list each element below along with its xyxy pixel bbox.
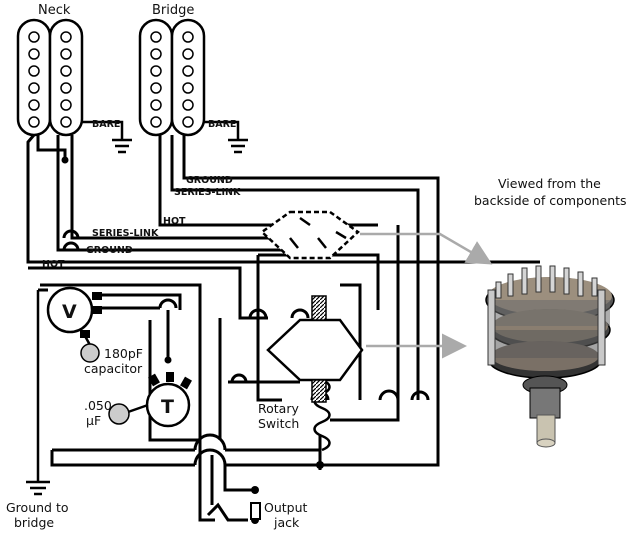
volume-pot (46, 286, 102, 338)
series-link-top-label: SERIES-LINK (174, 187, 241, 198)
hot-left-label: HOT (42, 259, 65, 270)
hot-top-label: HOT (163, 216, 186, 227)
viewed-from-line2: backside of components (474, 193, 627, 208)
rotary-label-line2: Switch (258, 416, 299, 431)
tone-pot (145, 372, 192, 428)
output-jack (250, 502, 261, 520)
rotary-switch-upper-deck (260, 210, 360, 260)
cap1-value-label: 180pF (104, 346, 143, 361)
ground-top-label: GROUND (186, 175, 233, 186)
neck-label: Neck (38, 3, 71, 18)
cap1-word-label: capacitor (84, 361, 143, 376)
neck-bare-ground-symbol (82, 120, 132, 154)
volume-label: V (62, 301, 77, 323)
wire-crossovers (62, 229, 430, 466)
ground-left-label: GROUND (86, 245, 133, 256)
bridge-bare-label: BARE (208, 119, 236, 130)
ground-to-bridge-line2: bridge (14, 515, 54, 530)
output-jack-line2: jack (273, 515, 300, 530)
ground-to-bridge-symbol (26, 290, 50, 496)
junction-dots (61, 156, 324, 524)
neck-bare-label: BARE (92, 119, 120, 130)
bridge-pickup (138, 18, 206, 137)
cap2-value-label: .050 (84, 398, 112, 413)
series-link-left-label: SERIES-LINK (92, 228, 159, 239)
bridge-bare-ground-symbol (204, 120, 248, 154)
cap2-unit-label: µF (86, 413, 101, 428)
output-jack-line1: Output (264, 500, 308, 515)
ground-to-bridge-line1: Ground to (6, 500, 69, 515)
capacitor-180pf (80, 335, 100, 363)
wiring (26, 134, 540, 522)
pointer-arrows (360, 232, 493, 359)
viewed-from-line1: Viewed from the (498, 176, 601, 191)
neck-pole-screws (28, 31, 72, 128)
rotary-switch-lower-deck (266, 295, 364, 403)
neck-pickup (16, 18, 84, 137)
rotary-switch-photo (485, 265, 615, 448)
tone-label: T (161, 396, 174, 418)
bridge-label: Bridge (152, 3, 194, 18)
capacitor-050uf (108, 403, 149, 425)
bridge-pole-screws (150, 31, 194, 128)
rotary-label-line1: Rotary (258, 401, 299, 416)
